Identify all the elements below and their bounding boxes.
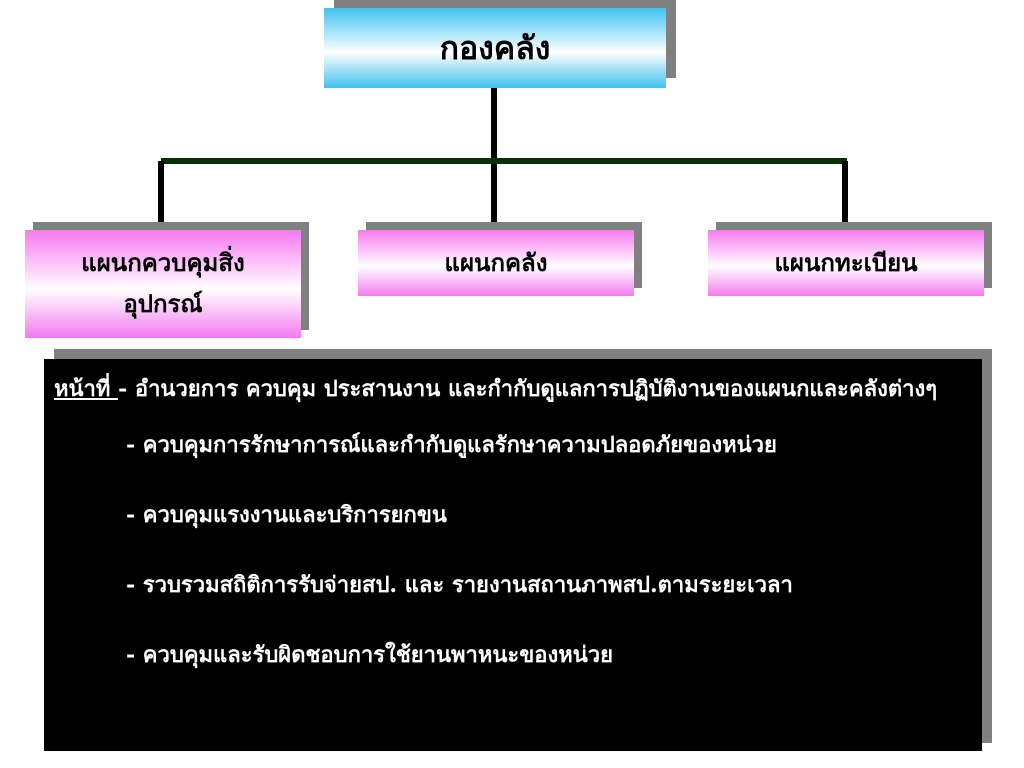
duty-item: - รวบรวมสถิติการรับจ่ายสป. และ รายงานสถา… bbox=[126, 572, 793, 598]
org-node-root-label: กองคลัง bbox=[439, 28, 551, 67]
duties-list: - ควบคุมการรักษาการณ์และกำกับดูแลรักษาคว… bbox=[54, 429, 968, 671]
root-connector bbox=[491, 86, 497, 222]
org-node-supply-control: แผนกควบคุมสิ่งอุปกรณ์ bbox=[25, 222, 309, 338]
duty-item: - ควบคุมแรงงานและบริการยกขน bbox=[126, 502, 447, 528]
org-node-registry-label: แผนกทะเบียน bbox=[774, 247, 918, 277]
connector-left bbox=[158, 161, 164, 231]
org-node-treasury: แผนกคลัง bbox=[358, 222, 642, 296]
duty-item: - ควบคุมการรักษาการณ์และกำกับดูแลรักษาคว… bbox=[126, 432, 777, 458]
org-node-registry: แผนกทะเบียน bbox=[708, 222, 992, 296]
org-node-supply-control-label: แผนกควบคุมสิ่งอุปกรณ์ bbox=[81, 248, 245, 318]
connector-right bbox=[842, 161, 848, 231]
duties-intro-text: - อำนวยการ ควบคุม ประสานงาน และกำกับดูแล… bbox=[118, 376, 938, 402]
duties-intro: หน้าที่ - อำนวยการ ควบคุม ประสานงาน และก… bbox=[54, 369, 968, 409]
org-node-treasury-label: แผนกคลัง bbox=[444, 247, 548, 277]
org-node-root: กองคลัง bbox=[324, 0, 676, 88]
branch-bar bbox=[161, 158, 847, 164]
duties-heading: หน้าที่ bbox=[54, 376, 119, 402]
duties-panel: หน้าที่ - อำนวยการ ควบคุม ประสานงาน และก… bbox=[44, 359, 982, 751]
duty-item: - ควบคุมและรับผิดชอบการใช้ยานพาหนะของหน่… bbox=[126, 642, 614, 668]
